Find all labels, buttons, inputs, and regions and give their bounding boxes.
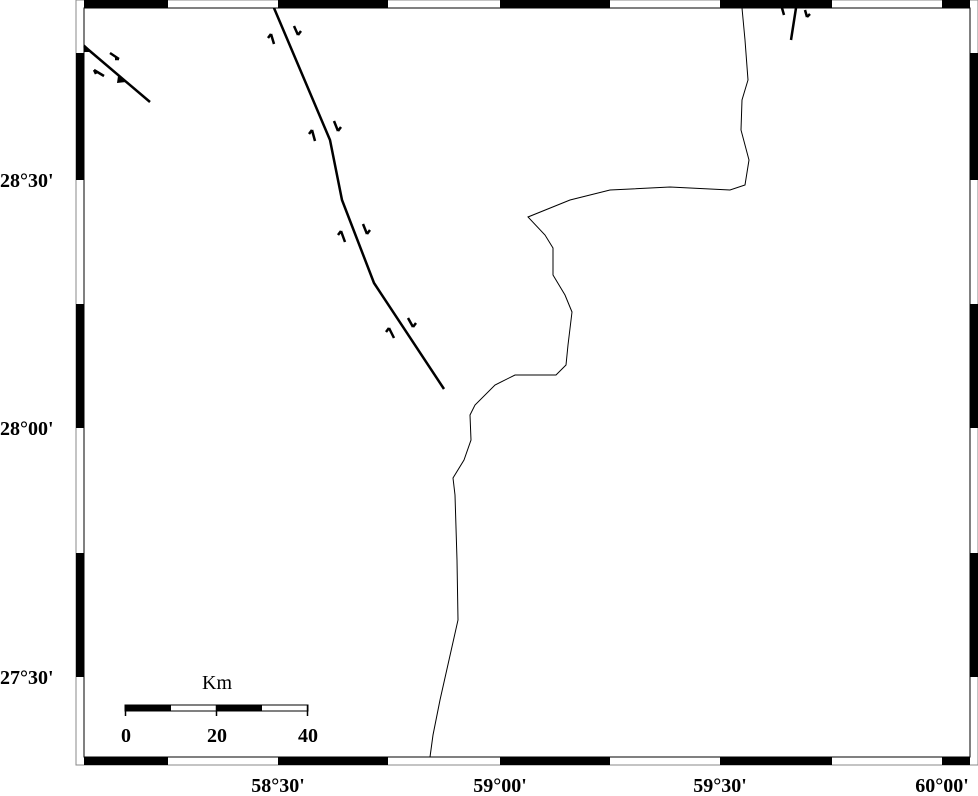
coastline bbox=[429, 7, 750, 758]
frame-ticks-horizontal bbox=[84, 0, 970, 765]
fault-northeast bbox=[789, 7, 798, 41]
y-tick-label: 28°30' bbox=[0, 170, 54, 192]
x-tick-label: 59°00' bbox=[473, 775, 527, 796]
scale-bar-label: 40 bbox=[298, 725, 318, 747]
y-tick-label: 28°00' bbox=[0, 418, 54, 440]
y-tick-label: 27°30' bbox=[0, 667, 54, 689]
x-tick-label: 59°30' bbox=[693, 775, 747, 796]
frame-ticks-vertical bbox=[76, 53, 978, 677]
strike-slip-arrow-icons bbox=[92, 7, 811, 339]
map-frame-inner bbox=[83, 7, 971, 758]
x-tick-label: 60°00' bbox=[915, 775, 969, 796]
thrust-triangle bbox=[84, 44, 126, 83]
fault-northwest bbox=[83, 45, 151, 103]
x-tick-label: 58°30' bbox=[251, 775, 305, 796]
fault-main bbox=[272, 7, 446, 390]
scale-bar-label: 20 bbox=[207, 725, 227, 747]
scale-bar-unit: Km bbox=[202, 672, 232, 694]
scale-bar-label: 0 bbox=[121, 725, 131, 747]
scale-bar: Km 0 20 40 bbox=[121, 672, 318, 747]
